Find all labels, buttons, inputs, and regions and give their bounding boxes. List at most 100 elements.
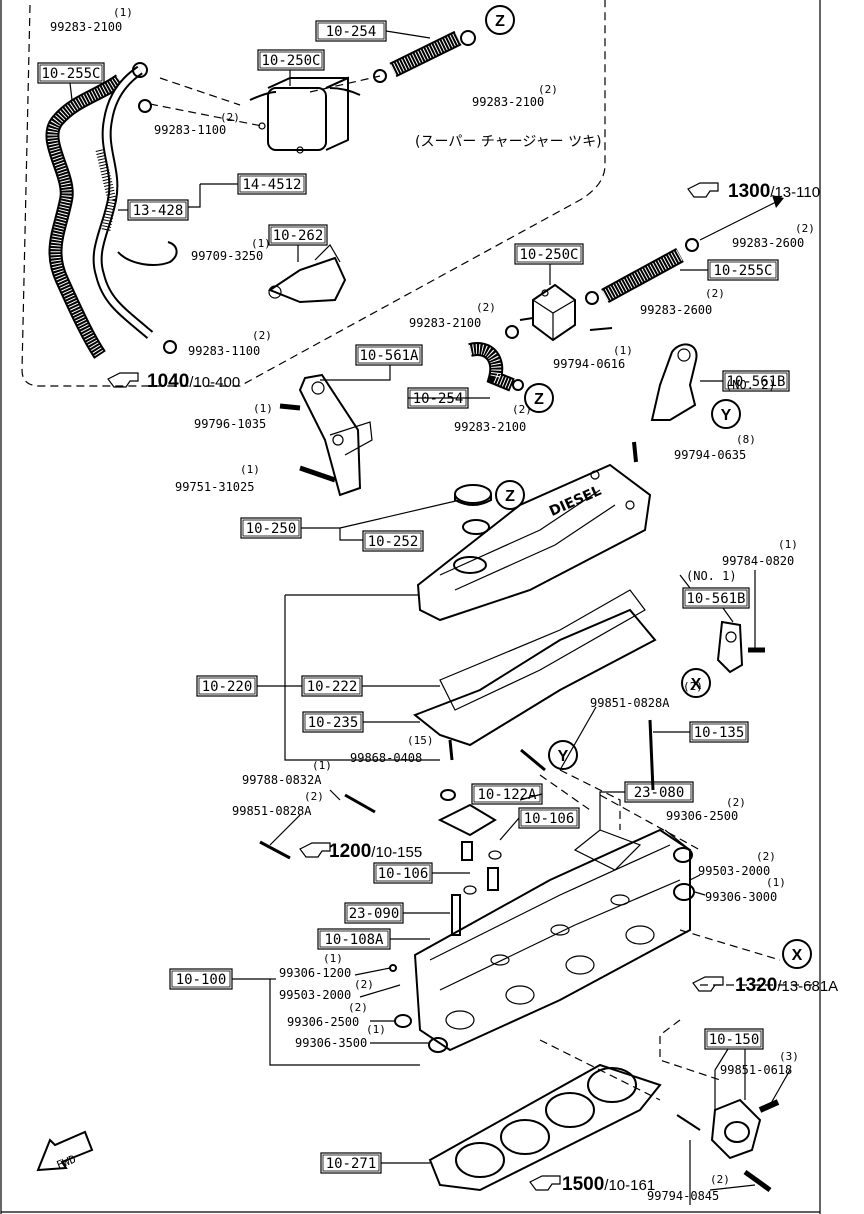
clamp-c6 xyxy=(685,238,699,252)
part-box-10-250: 10-250 xyxy=(240,517,302,539)
callout-part-number: 99283-2600 xyxy=(640,303,712,317)
bolt-c11 xyxy=(279,403,301,411)
part-box-10-122a: 10-122A xyxy=(471,783,543,805)
callout-99283-1100: (2)99283-1100 xyxy=(188,329,272,358)
leader-line xyxy=(722,607,734,623)
callout-part-number: 99851-0828A xyxy=(590,696,670,710)
page-references: 1300/13-1101040/10-4001200/10-1551320/13… xyxy=(107,181,838,1195)
part-box-inner xyxy=(724,372,788,390)
part-box-label: 10-561B xyxy=(686,591,745,607)
callout-99283-2100: (2)99283-2100 xyxy=(472,83,558,109)
leader-line xyxy=(354,967,391,976)
part-box-label: 10-135 xyxy=(694,725,745,741)
match-mark-circle xyxy=(711,399,741,429)
callout-qty: (2) xyxy=(304,790,324,803)
part-callouts: (1)99283-2100 (2)99283-1100 (2)99283-2100 (… xyxy=(50,6,815,1203)
callout-99788-0832a: (1)99788-0832A xyxy=(242,759,332,787)
callout-qty: (15) xyxy=(407,734,434,747)
page-ref-1500: 1500/10-161 xyxy=(529,1174,655,1195)
callout-qty: (2) xyxy=(683,680,703,693)
callout-99751-31025: (1)99751-31025 xyxy=(175,463,260,494)
part-box-10-150: 10-150 xyxy=(704,1028,764,1050)
part-box-label: 10-271 xyxy=(326,1156,377,1172)
part-box-label: 10-100 xyxy=(176,972,227,988)
callout-qty: (2) xyxy=(795,222,815,235)
callout-part-number: 99751-31025 xyxy=(175,480,254,494)
part-box-label: 10-250 xyxy=(246,521,297,537)
head-gasket xyxy=(428,1063,662,1192)
part-box-10-250c: 10-250C xyxy=(514,243,584,265)
plug-c24 xyxy=(394,1014,412,1028)
gasket-10-235 xyxy=(413,608,657,747)
callout-part-number: 99796-1035 xyxy=(194,417,266,431)
part-box-label: 14-4512 xyxy=(242,177,301,193)
callout-qty: (2) xyxy=(220,111,240,124)
part-box-inner xyxy=(129,201,187,219)
hand-pointer-icon xyxy=(687,182,719,198)
callout-99868-0408: (15)99868-0408 xyxy=(350,734,434,765)
part-box-10-561b: 10-561B xyxy=(722,370,790,392)
part-box-inner xyxy=(317,22,385,40)
part-box-frame xyxy=(257,49,325,71)
part-box-inner xyxy=(346,904,402,922)
match-mark-z: Z xyxy=(524,383,554,413)
cylinder-head xyxy=(413,828,691,1052)
part-box-label: 10-250C xyxy=(519,247,578,263)
callout-part-number: 99283-2600 xyxy=(732,236,804,250)
part-box-label: 10-561A xyxy=(359,348,419,364)
callout-part-number: 99306-2500 xyxy=(287,1015,359,1029)
housing-10-150 xyxy=(710,1098,780,1160)
match-mark-x: X xyxy=(782,939,812,969)
page-ref-number: 1040/10-400 xyxy=(147,371,240,392)
part-box-inner xyxy=(357,346,421,364)
part-box-label: 10-255C xyxy=(41,66,100,82)
plug-c19 xyxy=(673,847,693,863)
callout-99503-2000: (2)99503-2000 xyxy=(698,850,776,878)
stud-10-135 xyxy=(648,719,655,791)
hand-pointer-icon xyxy=(107,372,139,388)
callout-99784-0820: (1)99784-0820 xyxy=(722,538,798,568)
part-box-10-106: 10-106 xyxy=(518,807,580,829)
match-mark-circle xyxy=(495,480,525,510)
clamp-mid-left xyxy=(138,99,152,113)
callout-qty: (1) xyxy=(312,759,332,772)
callout-part-number: 99851-0828A xyxy=(232,804,312,818)
part-box-13-428: 13-428 xyxy=(127,199,189,221)
callout-99794-0845: (2)99794-0845 xyxy=(647,1173,730,1203)
callout-qty: (2) xyxy=(710,1173,730,1186)
part-box-inner xyxy=(270,226,326,244)
leader-line xyxy=(664,829,691,851)
callout-99283-2100: (1)99283-2100 xyxy=(50,6,133,34)
part-box-inner xyxy=(259,51,323,69)
leader-line xyxy=(385,30,431,39)
part-box-inner xyxy=(242,519,300,537)
leader-line xyxy=(679,574,691,589)
callout-qty: (2) xyxy=(756,850,776,863)
check-valve-top xyxy=(249,76,361,154)
page-ref-1200: 1200/10-155 xyxy=(299,841,422,862)
page-ref-sub: /13-681A xyxy=(777,978,838,995)
page-ref-1320: 1320/13-681A xyxy=(692,975,838,996)
part-box-label: 10-262 xyxy=(273,228,324,244)
part-box-label: 10-222 xyxy=(307,679,358,695)
callout-qty: (2) xyxy=(705,287,725,300)
plug-c21 xyxy=(673,883,695,901)
page-ref-sub: /10-155 xyxy=(371,844,422,861)
callout-part-number: 99784-0820 xyxy=(722,554,794,568)
clamp-bottom-left xyxy=(163,340,177,354)
bolt-c27 xyxy=(743,1169,772,1193)
page-ref-sub: /10-400 xyxy=(189,374,240,391)
callout-99283-1100: (2)99283-1100 xyxy=(154,111,240,137)
leader-line xyxy=(301,527,363,541)
arrow-1300 xyxy=(699,199,781,241)
match-mark-circle xyxy=(524,383,554,413)
match-mark-letter: Y xyxy=(558,748,569,765)
callout-qty: (2) xyxy=(252,329,272,342)
bolt-c12 xyxy=(299,465,336,483)
match-mark-z: Z xyxy=(495,480,525,510)
part-box-inner xyxy=(516,245,582,263)
clamp-c10 xyxy=(512,379,524,391)
part-box-inner xyxy=(319,930,389,948)
callout-99306-1200: (1)99306-1200 xyxy=(279,952,351,980)
